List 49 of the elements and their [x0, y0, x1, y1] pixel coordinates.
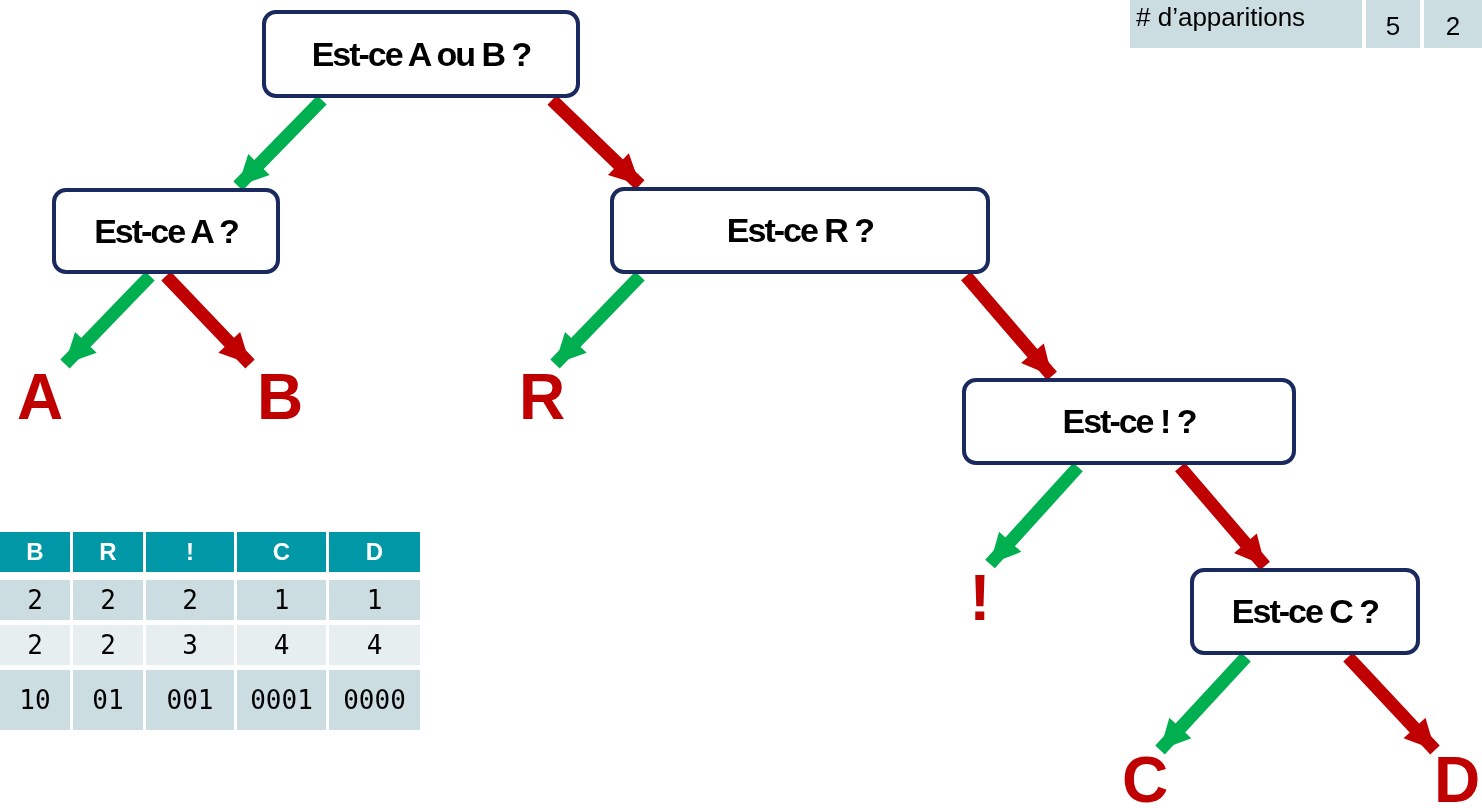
- table-cell: 1: [329, 580, 420, 620]
- arrow: [985, 462, 1083, 569]
- arrow: [1155, 652, 1251, 755]
- arrow: [961, 271, 1057, 381]
- column-header: !: [146, 532, 234, 572]
- table-cell: 10: [0, 670, 70, 730]
- arrow: [233, 95, 327, 191]
- table-cell: 0001: [237, 670, 326, 730]
- table-cell: 2: [146, 580, 234, 620]
- arrow: [1343, 652, 1440, 755]
- question-text: Est-ce A ou B ?: [311, 34, 531, 74]
- leaf-symbol: B: [256, 365, 304, 429]
- arrow: [547, 95, 645, 190]
- question-text: Est-ce C ?: [1231, 592, 1379, 631]
- table-cell: 1: [237, 580, 326, 620]
- table-cell: 2: [0, 625, 70, 665]
- leaf-symbol: C: [1121, 748, 1169, 808]
- table-cell: 3: [146, 625, 234, 665]
- table-cell: 001: [146, 670, 234, 730]
- question-box: [262, 10, 580, 98]
- table-cell: 2: [73, 580, 143, 620]
- arrow: [161, 271, 255, 369]
- table-cell: 4: [237, 625, 326, 665]
- column-header: C: [237, 532, 326, 572]
- table-cell: 2: [73, 625, 143, 665]
- leaf-symbol: !: [969, 566, 991, 630]
- leaf-symbol: R: [518, 365, 566, 429]
- question-text: Est-ce ! ?: [1062, 402, 1196, 441]
- arrow: [60, 271, 155, 369]
- arrow: [550, 271, 645, 369]
- table-cell: 01: [73, 670, 143, 730]
- question-text: Est-ce A ?: [94, 211, 238, 251]
- count-cell: 5: [1366, 0, 1420, 48]
- leaf-symbol: A: [16, 365, 64, 429]
- question-text: Est-ce R ?: [726, 211, 874, 250]
- arrow: [1175, 462, 1270, 571]
- table-cell: 2: [0, 580, 70, 620]
- row-header: # d’apparitions: [1130, 0, 1362, 48]
- column-header: R: [73, 532, 143, 572]
- question-box: [962, 378, 1296, 465]
- column-header: D: [329, 532, 420, 572]
- question-box: [610, 187, 990, 274]
- table-cell: 4: [329, 625, 420, 665]
- table-cell: 0000: [329, 670, 420, 730]
- column-header: B: [0, 532, 70, 572]
- question-box: [1190, 568, 1420, 655]
- count-cell: 2: [1424, 0, 1482, 48]
- leaf-symbol: D: [1433, 748, 1481, 808]
- question-box: [52, 188, 280, 274]
